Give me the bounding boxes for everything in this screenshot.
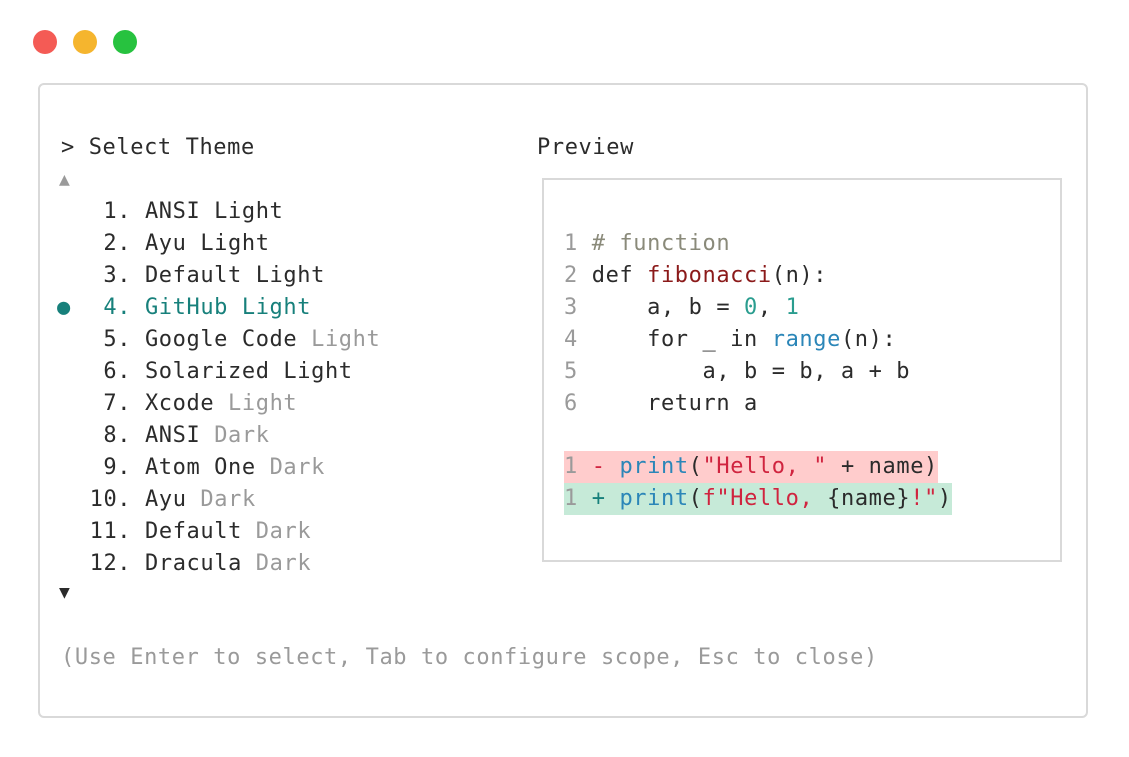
- theme-name: Ayu: [145, 487, 187, 512]
- theme-number: 7.: [103, 391, 132, 416]
- preview-panel: [542, 178, 1062, 562]
- minimize-window-button[interactable]: [73, 30, 97, 54]
- line-number: 1: [564, 231, 578, 256]
- line-number: 3: [564, 295, 578, 320]
- code-token-builtin: print: [619, 454, 689, 479]
- theme-name: Ayu Light: [144, 231, 270, 256]
- theme-number: 4.: [103, 295, 132, 320]
- theme-variant: Dark: [200, 487, 256, 512]
- code-token-builtin: print: [619, 486, 689, 511]
- code-token-plain: + name): [827, 454, 938, 479]
- theme-number: 6.: [103, 359, 132, 384]
- theme-item[interactable]: 5. Google Code Light: [103, 324, 380, 356]
- code-token-str: f"Hello,: [702, 486, 828, 511]
- code-token-num: 1: [785, 295, 800, 320]
- line-number: 5: [564, 359, 578, 384]
- code-token-str: !": [910, 486, 938, 511]
- dialog-title: > Select Theme: [61, 135, 255, 160]
- code-line: 1 # function: [564, 228, 730, 260]
- theme-item[interactable]: 11. Default Dark: [90, 516, 312, 548]
- close-window-button[interactable]: [33, 30, 57, 54]
- theme-number: 12.: [89, 551, 132, 576]
- theme-variant: Dark: [255, 519, 312, 544]
- theme-name: Xcode: [144, 391, 215, 416]
- theme-number: 10.: [89, 487, 132, 512]
- theme-item[interactable]: 3. Default Light: [103, 260, 325, 292]
- code-token-plain: (n):: [771, 263, 828, 288]
- theme-item[interactable]: 7. Xcode Light: [103, 388, 297, 420]
- code-token-comment: # function: [591, 231, 731, 256]
- code-line: 6 return a: [564, 388, 758, 420]
- theme-item[interactable]: 1. ANSI Light: [103, 196, 283, 228]
- code-line: 4 for _ in range(n):: [564, 324, 896, 356]
- theme-item[interactable]: 6. Solarized Light: [103, 356, 352, 388]
- theme-item[interactable]: 12. Dracula Dark: [90, 548, 312, 580]
- code-token-plain: def: [591, 263, 648, 288]
- theme-item[interactable]: 2. Ayu Light: [103, 228, 269, 260]
- code-token-builtin: range: [771, 327, 841, 352]
- maximize-window-button[interactable]: [113, 30, 137, 54]
- theme-number: 9.: [103, 455, 132, 480]
- code-token-plain: (: [688, 486, 703, 511]
- theme-name: Google Code: [144, 327, 298, 352]
- code-token-plain: ,: [757, 295, 786, 320]
- line-number: 1: [564, 486, 578, 511]
- theme-number: 8.: [103, 423, 132, 448]
- code-token-plain: ): [937, 486, 952, 511]
- diff-sign: +: [591, 486, 606, 511]
- code-token-plain: (: [688, 454, 703, 479]
- code-token-func: fibonacci: [647, 263, 772, 288]
- code-token-str: "Hello, ": [702, 454, 828, 479]
- scroll-down-icon[interactable]: ▼: [59, 582, 71, 603]
- code-token-plain: {name}: [827, 486, 911, 511]
- code-token-plain: return a: [591, 391, 758, 416]
- theme-variant: Light: [228, 391, 298, 416]
- code-token-plain: a, b =: [591, 295, 745, 320]
- theme-number: 3.: [103, 263, 132, 288]
- theme-name: Default Light: [144, 263, 325, 288]
- theme-variant: Light: [311, 327, 381, 352]
- code-token-plain: for _ in: [591, 327, 772, 352]
- code-token-num: 0: [744, 295, 758, 320]
- theme-item[interactable]: 4. GitHub Light: [103, 292, 311, 324]
- line-number: 1: [564, 454, 578, 479]
- line-number: 6: [564, 391, 578, 416]
- theme-dialog: [38, 83, 1088, 718]
- theme-name: ANSI: [144, 423, 201, 448]
- selected-indicator-icon: ●: [57, 295, 71, 320]
- diff-sign: -: [591, 454, 606, 479]
- theme-number: 2.: [103, 231, 132, 256]
- line-number: 4: [564, 327, 578, 352]
- theme-name: Solarized Light: [144, 359, 353, 384]
- help-footer: (Use Enter to select, Tab to configure s…: [61, 645, 878, 670]
- theme-variant: Dark: [269, 455, 325, 480]
- code-token-plain: (n):: [840, 327, 897, 352]
- line-number: 2: [564, 263, 578, 288]
- preview-label: Preview: [537, 135, 634, 160]
- theme-number: 1.: [103, 199, 132, 224]
- theme-name: Default: [145, 519, 242, 544]
- scroll-up-icon[interactable]: ▲: [59, 169, 71, 190]
- theme-name: Atom One: [144, 455, 256, 480]
- theme-number: 11.: [89, 519, 132, 544]
- theme-item[interactable]: 10. Ayu Dark: [90, 484, 256, 516]
- code-line: 3 a, b = 0, 1: [564, 292, 799, 324]
- theme-variant: Dark: [255, 551, 312, 576]
- theme-item[interactable]: 8. ANSI Dark: [103, 420, 269, 452]
- diff-line-added: 1 + print(f"Hello, {name}!"): [564, 483, 952, 515]
- theme-name: ANSI Light: [144, 199, 284, 224]
- code-line: 5 a, b = b, a + b: [564, 356, 910, 388]
- theme-name: Dracula: [145, 551, 242, 576]
- theme-item[interactable]: 9. Atom One Dark: [103, 452, 325, 484]
- theme-variant: Dark: [214, 423, 270, 448]
- code-line: 2 def fibonacci(n):: [564, 260, 827, 292]
- code-token-plain: a, b = b, a + b: [591, 359, 911, 384]
- theme-name: GitHub Light: [144, 295, 312, 320]
- theme-number: 5.: [103, 327, 132, 352]
- diff-line-removed: 1 - print("Hello, " + name): [564, 451, 938, 483]
